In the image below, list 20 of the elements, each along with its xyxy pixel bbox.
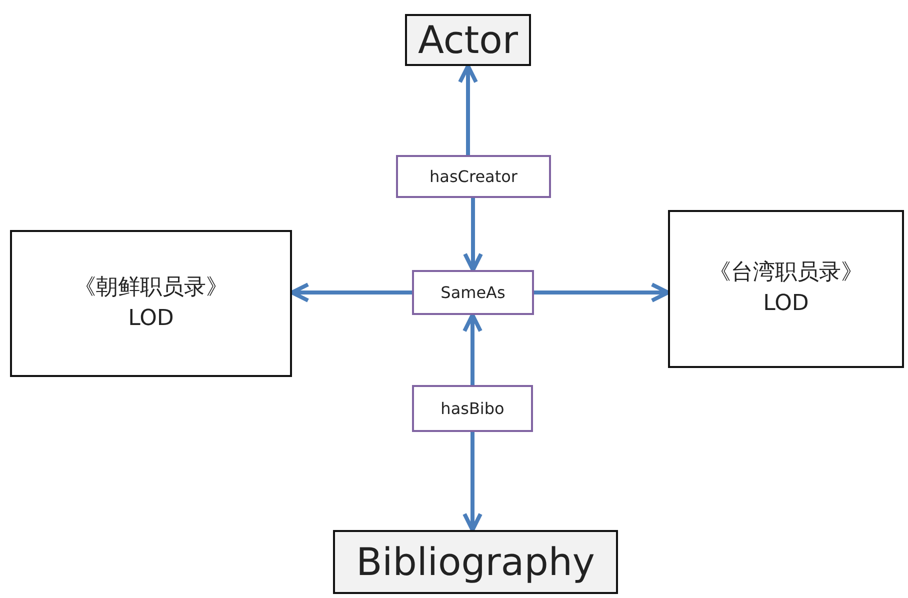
entity-box bbox=[405, 14, 531, 66]
arrow bbox=[463, 198, 483, 272]
relation-box bbox=[412, 270, 534, 315]
dataset-box bbox=[10, 230, 292, 377]
node-label: Actor bbox=[418, 18, 518, 62]
arrow bbox=[462, 432, 482, 532]
node-label: SameAs bbox=[440, 283, 506, 302]
node-label: 《朝鲜职员录》 LOD bbox=[73, 274, 229, 332]
relation-box bbox=[412, 385, 533, 432]
node-label: hasBibo bbox=[440, 399, 504, 418]
arrow bbox=[462, 313, 482, 385]
arrow bbox=[290, 282, 412, 302]
entity-box bbox=[333, 530, 618, 594]
arrow bbox=[458, 64, 478, 155]
arrow bbox=[534, 282, 670, 302]
node-label: hasCreator bbox=[430, 167, 518, 186]
relation-box bbox=[396, 155, 551, 198]
node-label: Bibliography bbox=[356, 540, 595, 584]
node-label: 《台湾职员录》 LOD bbox=[708, 259, 864, 318]
dataset-box bbox=[668, 210, 904, 368]
